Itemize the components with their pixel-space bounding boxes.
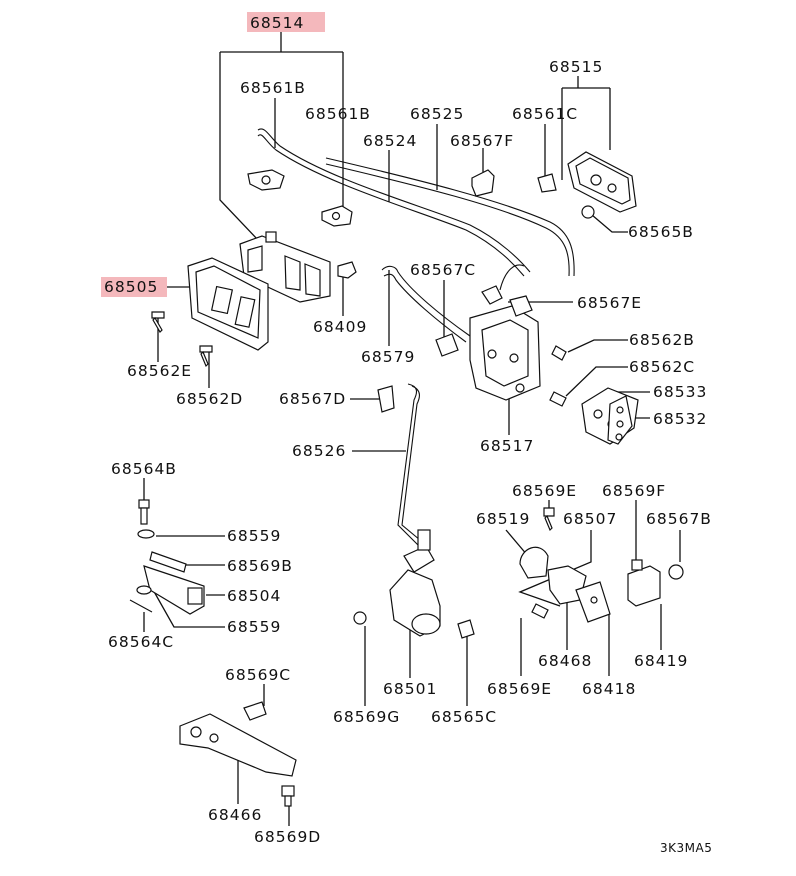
bolt-68569D [281, 785, 295, 807]
label-68504: 68504 [227, 587, 281, 605]
label-68569C: 68569C [225, 666, 291, 684]
label-68567F: 68567F [450, 132, 514, 150]
highlight-68505 [101, 277, 167, 297]
label-68565B: 68565B [628, 223, 694, 241]
label-68569D: 68569D [254, 828, 321, 846]
label-68517: 68517 [480, 437, 534, 455]
inside-handle-68514 [239, 231, 331, 303]
label-68559: 68559 [227, 527, 281, 545]
label-68579: 68579 [361, 348, 415, 366]
screw-68562D [199, 345, 213, 368]
label-68562B: 68562B [629, 331, 695, 349]
bezel-68505 [187, 257, 269, 351]
clip-68567B [668, 564, 684, 580]
pad-68519 [519, 546, 549, 579]
spring-68564C [129, 599, 153, 613]
washer-68559-lower [136, 585, 152, 595]
bolt-68564B [138, 499, 150, 525]
label-68466: 68466 [208, 806, 262, 824]
clip-68567F [471, 169, 495, 197]
rod-68525 [325, 157, 575, 277]
label-68532: 68532 [653, 410, 707, 428]
bolt-68569C [243, 701, 267, 721]
label-68561B-2: 68561B [305, 105, 371, 123]
label-68519: 68519 [476, 510, 530, 528]
rod-end [499, 264, 525, 291]
actuator-68501 [389, 529, 441, 637]
bracket-68466 [179, 713, 297, 777]
label-68409: 68409 [313, 318, 367, 336]
door-latch-68517 [469, 295, 541, 401]
rod-68526 [397, 383, 421, 546]
shim-68532 [607, 395, 633, 445]
label-68567C: 68567C [410, 261, 476, 279]
label-68559-2: 68559 [227, 618, 281, 636]
label-68507: 68507 [563, 510, 617, 528]
screw-68569E [543, 507, 555, 532]
label-68567E: 68567E [577, 294, 642, 312]
label-68569G: 68569G [333, 708, 400, 726]
figure-code: 3K3MA5 [660, 841, 712, 855]
clip-68567C [435, 333, 459, 357]
label-68567B: 68567B [646, 510, 712, 528]
bolt-68569F [631, 559, 643, 571]
clip-68567D [377, 385, 395, 413]
label-68564B: 68564B [111, 460, 177, 478]
label-68562C: 68562C [629, 358, 695, 376]
label-68501: 68501 [383, 680, 437, 698]
label-68419: 68419 [634, 652, 688, 670]
rod-68524 [257, 128, 531, 277]
label-68505: 68505 [104, 278, 158, 296]
clip-68561B-upper [247, 169, 285, 191]
clip-68565C [457, 619, 475, 639]
label-68524: 68524 [363, 132, 417, 150]
screw-68562B [551, 345, 567, 361]
label-68569B: 68569B [227, 557, 293, 575]
nut-68569B [149, 551, 187, 573]
screw-68569E-lower [531, 603, 549, 619]
label-68468: 68468 [538, 652, 592, 670]
outside-handle-68515 [567, 151, 637, 213]
highlight-68514 [247, 12, 325, 32]
clip-68409 [337, 261, 357, 279]
rod-68579 [381, 265, 471, 343]
label-68533: 68533 [653, 383, 707, 401]
label-68514: 68514 [250, 14, 304, 32]
label-68418: 68418 [582, 680, 636, 698]
label-68561B: 68561B [240, 79, 306, 97]
label-68562E: 68562E [127, 362, 192, 380]
label-68564C: 68564C [108, 633, 174, 651]
label-68569E: 68569E [512, 482, 577, 500]
hinge-68504 [143, 565, 205, 615]
clip-68561C [537, 173, 557, 193]
washer-68559 [137, 529, 155, 539]
switch-68419 [627, 565, 661, 607]
label-68515: 68515 [549, 58, 603, 76]
clip-68561B-lower [321, 205, 353, 227]
label-68565C: 68565C [431, 708, 497, 726]
label-68562D: 68562D [176, 390, 243, 408]
label-68561C: 68561C [512, 105, 578, 123]
label-68526: 68526 [292, 442, 346, 460]
clip-68567E [481, 285, 503, 305]
part-labels: 68514 68561B 68561B 68525 68524 68567F 6… [104, 14, 712, 855]
bracket-68418 [575, 581, 611, 623]
screw-68562C [549, 391, 567, 407]
label-68525: 68525 [410, 105, 464, 123]
screw-68562E [151, 311, 165, 333]
screw-68569G [353, 611, 367, 625]
label-68569E-2: 68569E [487, 680, 552, 698]
screw-68565B [581, 205, 595, 219]
label-68569F: 68569F [602, 482, 666, 500]
label-68567D: 68567D [279, 390, 346, 408]
